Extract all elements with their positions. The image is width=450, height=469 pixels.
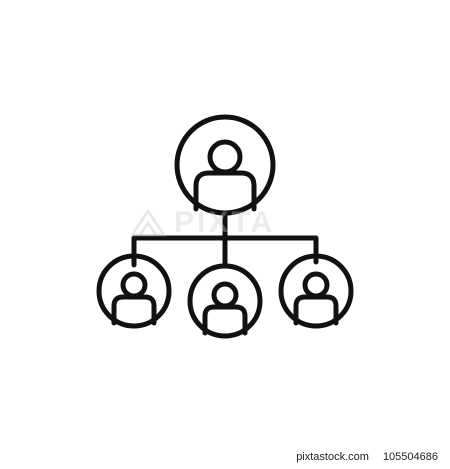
left-person-node bbox=[96, 253, 172, 329]
connector-lines bbox=[131, 210, 319, 269]
right-person-node bbox=[278, 253, 354, 329]
footer: pixtastock.com 105504686 bbox=[296, 451, 438, 463]
image-number: 105504686 bbox=[382, 451, 438, 463]
middle-person-node bbox=[187, 263, 263, 339]
site-name[interactable]: pixtastock.com bbox=[296, 451, 369, 463]
top-person-node bbox=[174, 114, 276, 216]
